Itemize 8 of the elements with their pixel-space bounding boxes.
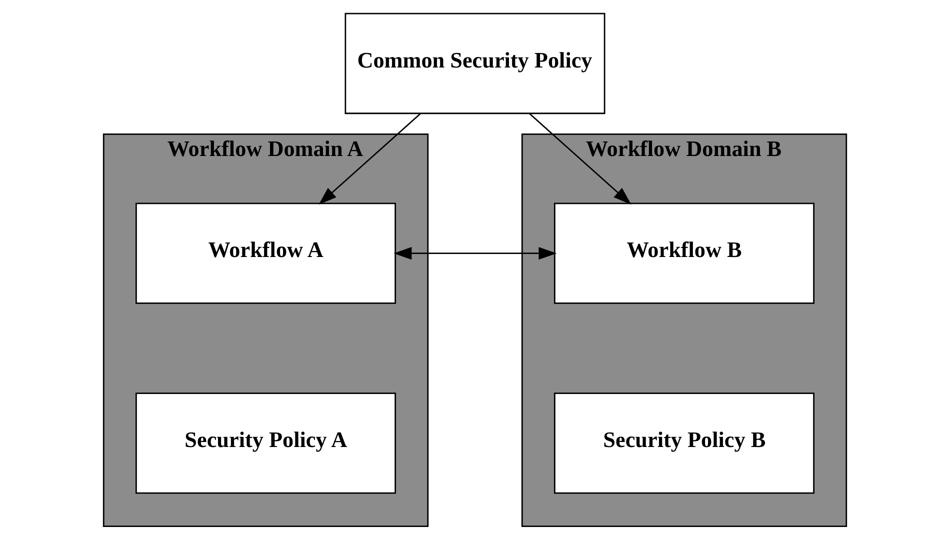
arrow — [318, 113, 422, 205]
arrow — [528, 113, 632, 205]
node-box: Workflow B — [554, 202, 814, 304]
node-box: Workflow A — [136, 202, 396, 304]
node-box: Security Policy B — [554, 392, 814, 494]
node-box: Common Security Policy — [344, 12, 606, 114]
node-box: Security Policy A — [136, 392, 396, 494]
arrow — [394, 247, 557, 260]
